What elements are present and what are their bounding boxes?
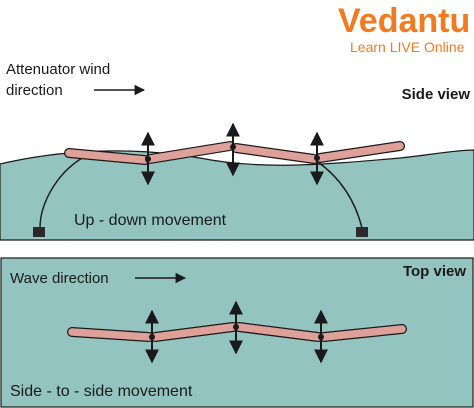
sea-side-view: [0, 149, 474, 241]
logo-brand: Vedantu: [338, 2, 470, 40]
wind-direction-label-line2: direction: [6, 82, 63, 99]
side-view-panel: Attenuator wind direction Side view Up -…: [0, 61, 474, 241]
top-view-title: Top view: [403, 263, 466, 280]
anchor-block-icon: [356, 227, 368, 237]
side-view-title: Side view: [402, 86, 471, 103]
wave-direction-label: Wave direction: [10, 270, 109, 287]
side-to-side-movement-label: Side - to - side movement: [10, 383, 193, 400]
vedantu-logo: Vedantu Learn LIVE Online: [338, 2, 470, 55]
up-down-movement-label: Up - down movement: [74, 212, 227, 229]
logo-tagline: Learn LIVE Online: [350, 39, 465, 55]
mooring-line-right: [317, 161, 363, 229]
anchor-block-icon: [33, 227, 45, 237]
top-view-panel: Wave direction Top view Side - to - side…: [0, 257, 474, 408]
wind-direction-label-line1: Attenuator wind: [6, 61, 110, 78]
mooring-line-left: [39, 157, 83, 229]
